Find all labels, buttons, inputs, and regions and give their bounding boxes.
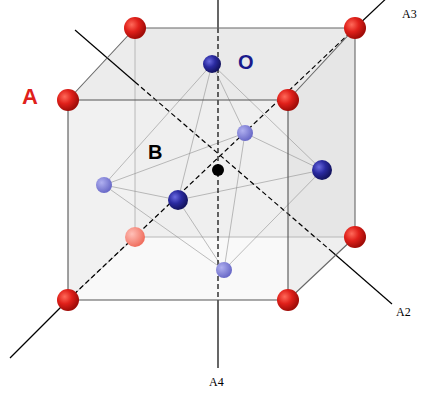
a-site-atoms bbox=[57, 17, 366, 311]
atom-label: B bbox=[148, 142, 162, 162]
b-site-atom bbox=[212, 164, 224, 176]
oxygen-atoms bbox=[96, 55, 332, 278]
cube-front-edges bbox=[68, 28, 355, 300]
cube-shading bbox=[68, 28, 355, 300]
symmetry-axes bbox=[10, 0, 392, 368]
axis-label: A2 bbox=[396, 306, 411, 318]
cube-back-edges bbox=[68, 28, 355, 300]
axis-label: A4 bbox=[209, 376, 224, 388]
octahedron-edges bbox=[104, 64, 322, 270]
axis-label: A3 bbox=[402, 8, 417, 20]
atom-label: A bbox=[22, 86, 38, 108]
atom-label: O bbox=[238, 52, 254, 72]
